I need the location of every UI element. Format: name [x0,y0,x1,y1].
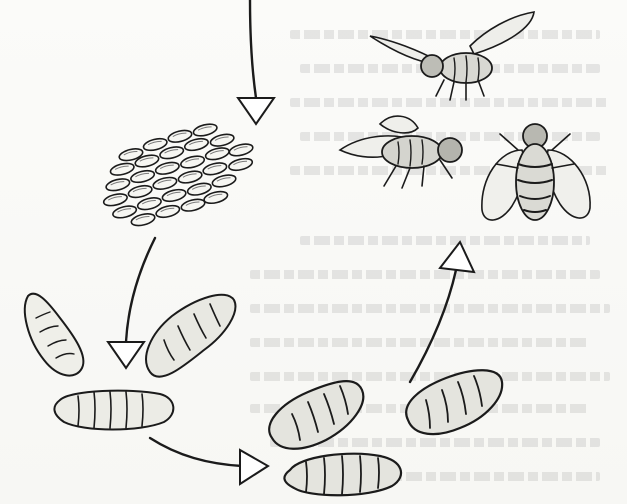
arrow-pupae-to-adults [410,242,474,382]
larva-left-icon [25,294,84,376]
fly-top-view-icon [482,124,590,220]
arrow-into-eggs [238,0,274,124]
fly-side-icon [340,116,462,188]
larva-bottom-icon [54,391,173,430]
pupa-upper-icon [269,381,363,449]
fly-flying-icon [370,12,534,100]
pupa-right-icon [406,370,502,434]
eggs-cluster-icon [91,115,264,233]
larva-right-icon [146,295,235,377]
arrow-larvae-to-pupae [150,438,268,484]
pupa-bottom-icon [284,454,401,496]
